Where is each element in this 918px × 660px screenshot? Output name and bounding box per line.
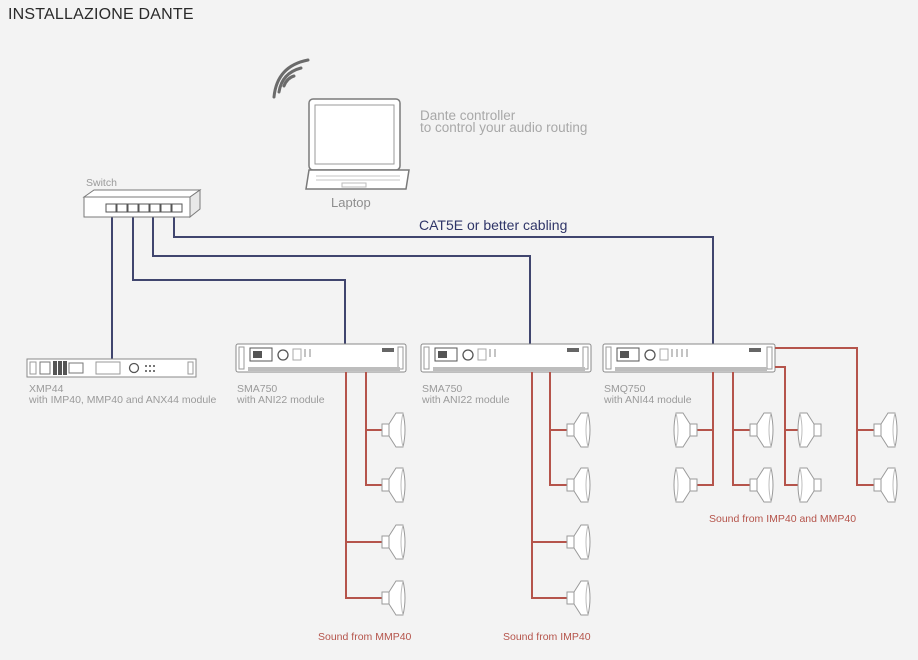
device-label-smq750: SMQ750 with ANI44 module [604,384,692,406]
speaker-icon [873,412,898,448]
xmp44-device [26,358,197,378]
device-label-sma750-2: SMA750 with ANI22 module [422,384,510,406]
speaker-icon [381,524,406,560]
sound-label-amp3: Sound from IMP40 and MMP40 [709,513,857,525]
speaker-icon [749,467,774,503]
device-name: SMA750 [422,383,463,395]
device-name: XMP44 [29,383,64,395]
sound-label-amp2: Sound from IMP40 [503,631,591,643]
speaker-icon [566,467,591,503]
speaker-icon [381,467,406,503]
speaker-icon [381,412,406,448]
cabling-label: CAT5E or better cabling [419,217,568,233]
laptop-icon [305,98,410,190]
page-title: INSTALLAZIONE DANTE [8,6,194,23]
sound-label-amp1: Sound from MMP40 [318,631,412,643]
speaker-icon [566,524,591,560]
network-cables [111,212,714,359]
speaker-icon [381,580,406,616]
device-module: with ANI22 module [237,394,325,406]
sma750-amplifier-2 [420,343,592,373]
device-module: with ANI44 module [604,394,692,406]
device-label-xmp44: XMP44 with IMP40, MMP40 and ANX44 module [29,384,216,406]
device-module: with ANI22 module [422,394,510,406]
smq750-amplifier [602,343,776,373]
speaker-icon [873,467,898,503]
wifi-icon [272,58,310,99]
speaker-icon [749,412,774,448]
device-module: with IMP40, MMP40 and ANX44 module [29,394,217,406]
device-name: SMQ750 [604,383,646,395]
controller-caption-line-1: Dante controller [420,108,516,123]
speaker-icon [797,412,822,448]
device-name: SMA750 [237,383,278,395]
speaker-icon [797,467,822,503]
speaker-icon [673,467,698,503]
controller-caption-line-2: to control your audio routing [420,120,588,135]
switch-label: Switch [86,177,117,189]
sma750-amplifier-1 [235,343,407,373]
dante-controller-caption: Dante controller to control your audio r… [420,108,588,135]
laptop-label: Laptop [331,195,371,210]
device-label-sma750-1: SMA750 with ANI22 module [237,384,325,406]
network-switch [82,189,202,219]
speaker-icon [673,412,698,448]
speaker-icon [566,412,591,448]
speaker-icon [566,580,591,616]
